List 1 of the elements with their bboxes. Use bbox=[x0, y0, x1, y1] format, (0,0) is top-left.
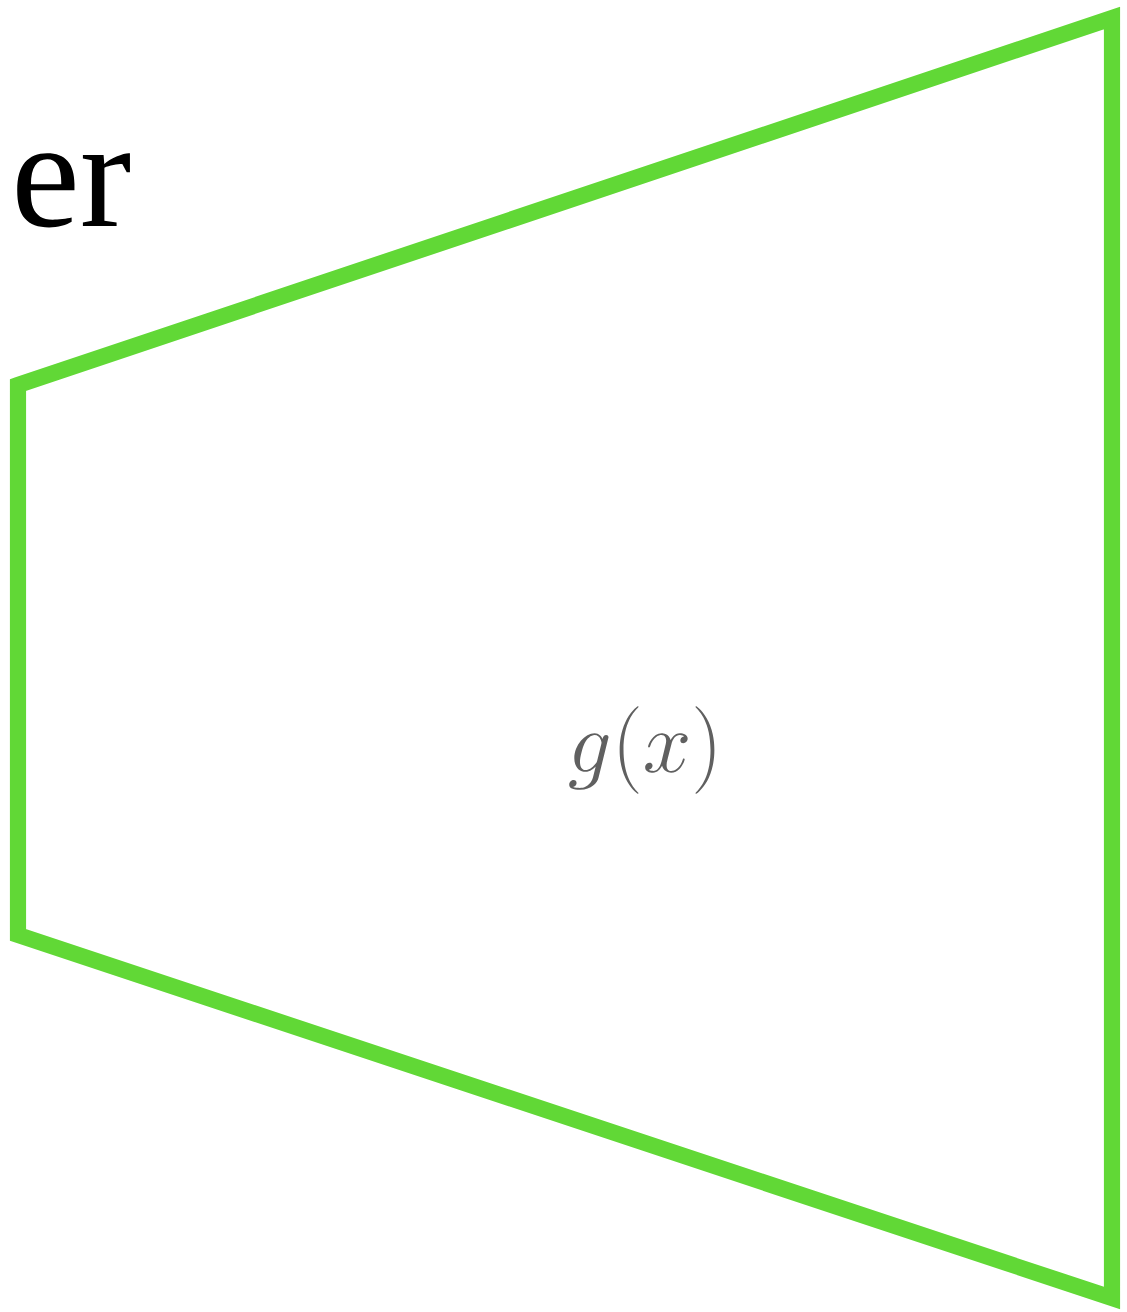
label: er bbox=[17, 153, 130, 228]
